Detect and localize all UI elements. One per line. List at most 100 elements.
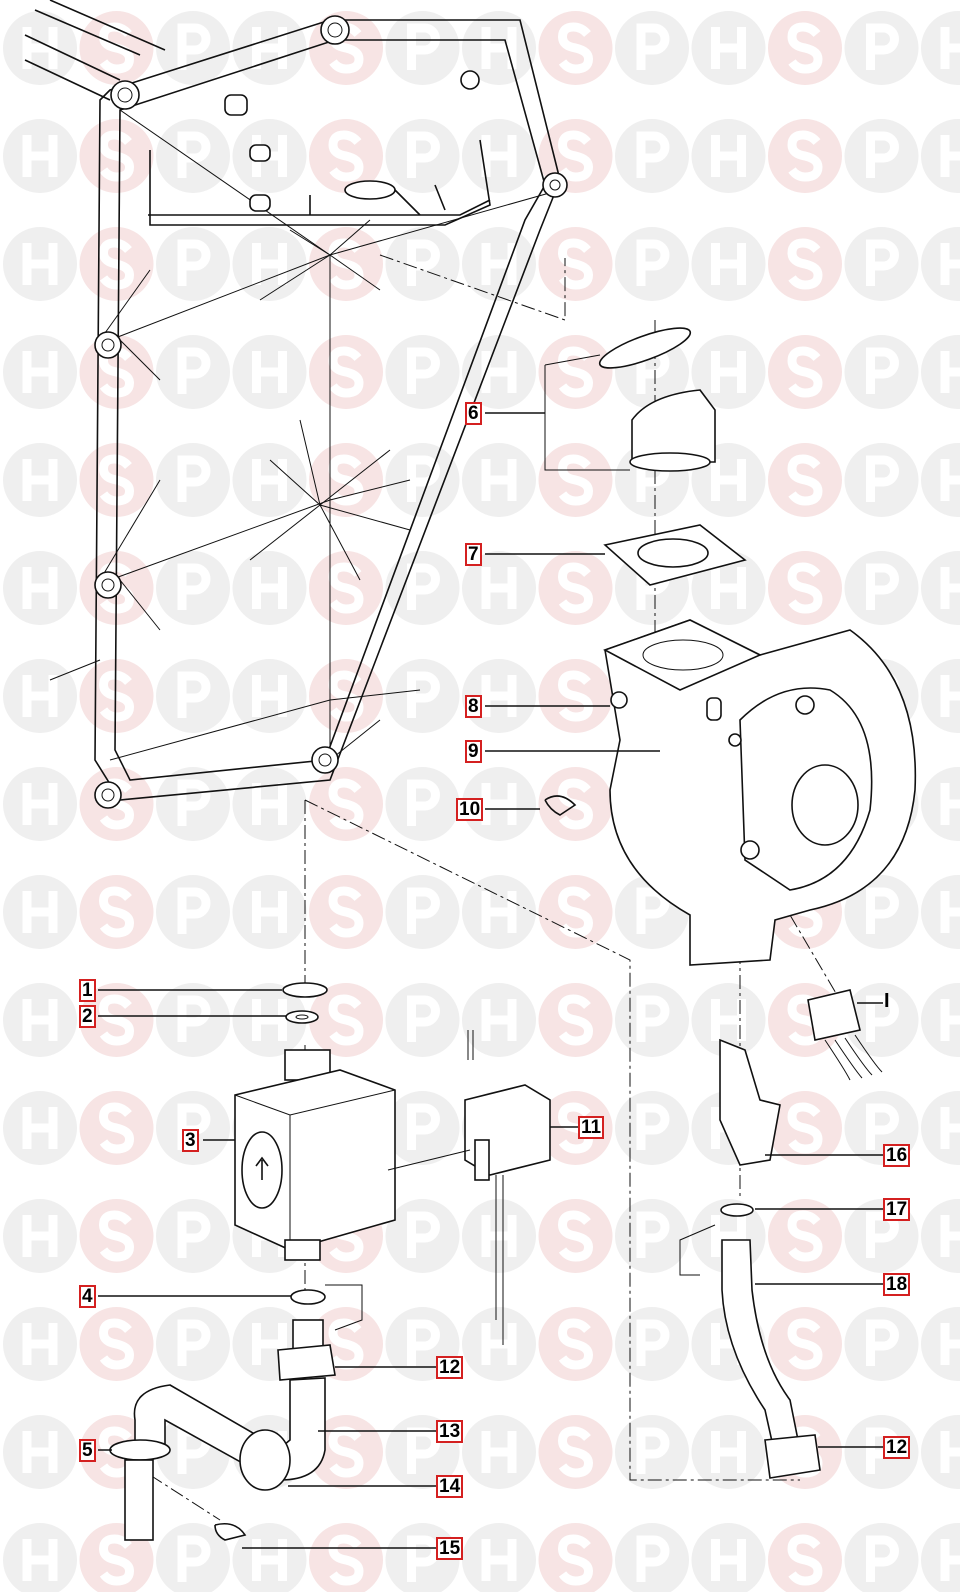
- watermark-glyph: [866, 1319, 899, 1366]
- watermark-glyph: [636, 995, 670, 1042]
- watermark-glyph: [636, 1427, 670, 1474]
- watermark-glyph: [940, 999, 960, 1041]
- watermark-glyph: [22, 1431, 58, 1473]
- watermark-glyph: [252, 891, 287, 933]
- watermark-glyph: [98, 130, 135, 182]
- watermark-glyph: [252, 351, 287, 393]
- watermark-glyph: [98, 1318, 135, 1370]
- watermark-glyph: [407, 1211, 440, 1258]
- watermark-glyph: [481, 459, 517, 501]
- watermark-glyph: [407, 131, 440, 178]
- watermark-glyph: [98, 994, 135, 1046]
- watermark-glyph: [636, 887, 670, 934]
- watermark-glyph: [177, 671, 211, 718]
- watermark-glyph: [940, 459, 960, 501]
- watermark-glyph: [557, 454, 594, 506]
- watermark-glyph: [557, 238, 594, 290]
- part-2-washer: [285, 1010, 319, 1024]
- watermark-glyph: [940, 1431, 960, 1473]
- watermark-glyph: [787, 1102, 823, 1154]
- watermark-glyph: [557, 130, 594, 182]
- watermark-glyph: [557, 1102, 594, 1154]
- watermark-glyph: [557, 1426, 594, 1478]
- watermark-glyph: [22, 1107, 58, 1149]
- watermark-glyph: [177, 23, 211, 70]
- watermark-glyph: [787, 1210, 823, 1262]
- part-15-clip: [214, 1522, 247, 1541]
- watermark-glyph: [557, 346, 594, 398]
- watermark-glyph: [22, 999, 58, 1041]
- watermark-glyph: [636, 1319, 670, 1366]
- watermark-glyph: [407, 779, 440, 826]
- callout-12-left: 12: [436, 1356, 464, 1379]
- watermark-glyph: [940, 135, 960, 177]
- part-6-venturi: [544, 327, 716, 472]
- watermark-glyph: [177, 1211, 211, 1258]
- watermark-glyph: [22, 135, 58, 177]
- watermark-glyph: [636, 1535, 670, 1582]
- watermark-glyph: [328, 670, 364, 722]
- watermark-glyph: [328, 346, 364, 398]
- watermark-glyph: [940, 27, 960, 69]
- callout-5: 5: [79, 1439, 96, 1462]
- watermark-glyph: [98, 238, 135, 290]
- part-1-oring: [282, 982, 328, 998]
- watermark-glyph: [22, 567, 58, 609]
- watermark-glyph: [22, 1215, 58, 1257]
- watermark-glyph: [557, 994, 594, 1046]
- watermark-glyph: [481, 675, 517, 717]
- watermark-glyph: [481, 243, 517, 285]
- watermark-glyph: [711, 459, 746, 501]
- part-9-fan-assembly: [603, 619, 917, 966]
- callout-18: 18: [883, 1273, 911, 1296]
- watermark-glyph: [481, 1323, 517, 1365]
- watermark-glyph: [787, 454, 823, 506]
- watermark-glyph: [711, 135, 746, 177]
- watermark-glyph: [98, 1102, 135, 1154]
- watermark-glyph: [711, 567, 746, 609]
- boiler-frame: [24, 0, 568, 809]
- watermark-glyph: [177, 131, 211, 178]
- watermark-glyph: [711, 351, 746, 393]
- watermark-glyph: [177, 995, 211, 1042]
- watermark-glyph: [22, 783, 58, 825]
- watermark-glyph: [328, 562, 364, 614]
- watermark-glyph: [636, 1211, 670, 1258]
- part-3-gas-valve: [234, 1049, 396, 1261]
- watermark-glyph: [787, 238, 823, 290]
- callout-7: 7: [465, 543, 482, 566]
- part-17-oring: [720, 1203, 754, 1217]
- watermark-glyph: [177, 347, 211, 394]
- watermark-glyph: [787, 130, 823, 182]
- callout-14: 14: [436, 1475, 464, 1498]
- watermark-glyph: [407, 563, 440, 610]
- watermark-glyph: [177, 887, 211, 934]
- watermark-glyph: [557, 1534, 594, 1586]
- watermark-glyph: [98, 886, 135, 938]
- watermark-glyph: [787, 1534, 823, 1586]
- watermark-glyph: [252, 243, 287, 285]
- watermark-glyph: [177, 779, 211, 826]
- watermark-glyph: [407, 1103, 440, 1150]
- watermark-glyph: [252, 675, 287, 717]
- watermark-glyph: [866, 239, 899, 286]
- watermark-glyph: [481, 1539, 517, 1581]
- watermark-glyph: [787, 346, 823, 398]
- watermark-glyph: [328, 1318, 364, 1370]
- watermark-glyph: [22, 675, 58, 717]
- callout-9: 9: [465, 740, 482, 763]
- watermark-glyph: [328, 886, 364, 938]
- callout-6: 6: [465, 402, 482, 425]
- watermark-glyph: [177, 455, 211, 502]
- watermark-glyph: [866, 455, 899, 502]
- watermark-glyph: [177, 1535, 211, 1582]
- watermark-glyph: [22, 1539, 58, 1581]
- callout-13: 13: [436, 1420, 464, 1443]
- watermark-glyph: [636, 23, 670, 70]
- watermark-glyph: [940, 1107, 960, 1149]
- watermark-glyph: [787, 1318, 823, 1370]
- callout-8: 8: [465, 695, 482, 718]
- watermark-glyph: [940, 1215, 960, 1257]
